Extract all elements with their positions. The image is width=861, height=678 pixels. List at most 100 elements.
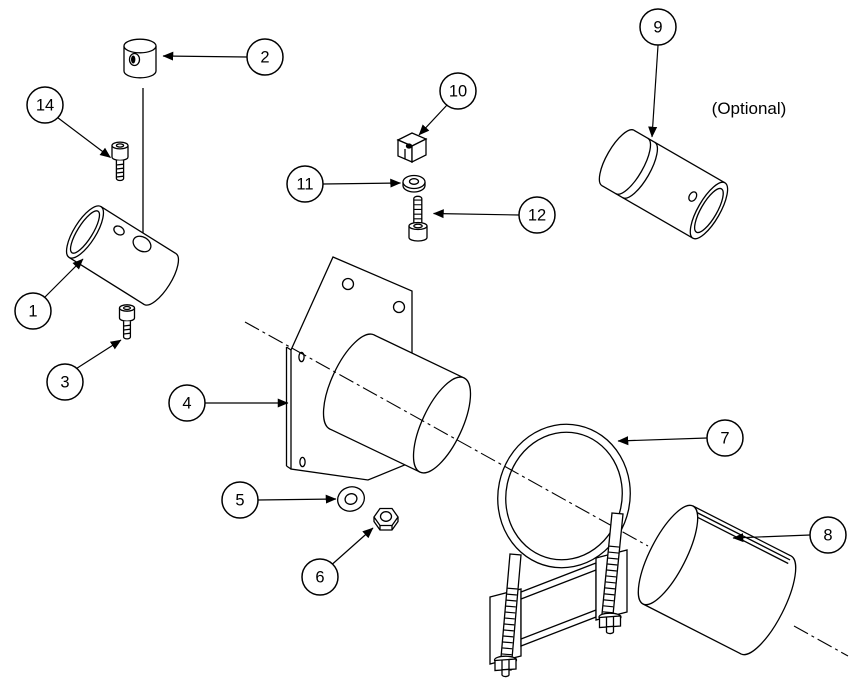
callout-circle [286, 165, 324, 203]
callout-circle [439, 72, 477, 110]
sleeve-band-2 [622, 141, 659, 199]
collar-top [123, 38, 157, 54]
callout-5: 5 [221, 481, 259, 519]
leader-arrow-8 [732, 533, 811, 543]
right-leg-threads [602, 545, 620, 619]
part-11-washer [402, 174, 426, 193]
u-bolt-ring-outer [497, 423, 631, 569]
screw-head-top [118, 304, 136, 312]
callout-circle [639, 8, 677, 46]
bolt-head-side [408, 226, 428, 242]
callout-circle [809, 516, 847, 554]
collar-hole [128, 52, 141, 67]
leader-arrow-7 [617, 436, 708, 446]
washer-hole [344, 493, 358, 505]
leader-arrow-2 [162, 51, 248, 61]
part-5-washer [337, 486, 365, 512]
cylinder-small-hole [113, 225, 125, 236]
washer-hole [408, 178, 420, 185]
centerline [244, 321, 649, 547]
leader-arrow-10 [418, 104, 448, 136]
leader-arrow-9 [648, 45, 659, 138]
part-3-screw [118, 304, 136, 340]
callout-10: 10 [439, 72, 477, 110]
screw-head-top [111, 141, 129, 150]
sleeve-band-1 [615, 137, 652, 195]
part-14-screw [111, 141, 129, 182]
saddle-bar [520, 562, 597, 647]
flange-hole-2 [392, 300, 406, 314]
callout-8: 8 [809, 516, 847, 554]
sleeve-open-rim [693, 187, 724, 234]
bolt-head-top [408, 221, 428, 231]
callout-4: 4 [168, 384, 206, 422]
screw-socket [122, 305, 132, 311]
part-4-flange-tube [285, 256, 472, 481]
left-nut [494, 658, 517, 672]
callout-number: 10 [449, 83, 467, 101]
callout-number: 8 [823, 527, 832, 545]
callout-circle [168, 384, 206, 422]
leader-arrow-14 [57, 117, 111, 158]
nut-hole [379, 511, 393, 522]
cylinder-near-end [65, 205, 105, 259]
part-6-hex-nut [373, 507, 399, 531]
callout-2: 2 [246, 38, 284, 76]
callout-number: 14 [36, 97, 54, 115]
part-1-cylinder [65, 205, 180, 306]
callout-circle [706, 419, 744, 457]
callout-number: 1 [28, 303, 37, 321]
part-2-collar [123, 38, 157, 237]
leader-arrow-11 [322, 178, 402, 188]
leader-arrow-12 [432, 209, 520, 219]
flange-edge-hole-1 [298, 351, 305, 363]
callout-number: 3 [60, 374, 69, 392]
callout-14: 14 [26, 86, 64, 124]
leader-arrow-1 [44, 258, 84, 298]
u-bolt-ring-inner [505, 431, 623, 561]
part-8-sleeve [637, 504, 797, 656]
left-bolt-stub [501, 668, 510, 678]
centerline [793, 625, 849, 657]
callout-circle [246, 38, 284, 76]
right-nut [598, 615, 622, 629]
callout-number: 7 [720, 430, 729, 448]
leader-arrow-3 [76, 339, 122, 370]
cylinder-rim [69, 210, 101, 254]
flange-edge-hole-2 [299, 456, 306, 468]
cylinder-large-hole [132, 235, 152, 253]
block-right-face [411, 137, 427, 164]
screw-shaft [115, 160, 125, 182]
right-bolt-stub [605, 625, 615, 635]
leader-arrow-5 [257, 494, 337, 504]
callout-number: 6 [315, 569, 324, 587]
screw-head-side [111, 145, 129, 162]
part-7-u-bolt-clamp [489, 423, 631, 678]
part-12-bolt [408, 195, 428, 242]
callout-12: 12 [518, 196, 556, 234]
callout-circle [301, 558, 339, 596]
callout-circle [518, 196, 556, 234]
bolt-shaft [413, 195, 423, 225]
block-hole [405, 143, 413, 149]
callout-circle [14, 292, 52, 330]
callout-number: 4 [182, 395, 191, 413]
part-9-optional-sleeve [598, 129, 729, 240]
callout-number: 9 [653, 19, 662, 37]
callout-9: 9 [639, 8, 677, 46]
sleeve-open-end [689, 181, 729, 240]
bolt-socket [413, 223, 423, 229]
callout-circle [46, 363, 84, 401]
callout-number: 12 [528, 207, 546, 225]
sleeve-near-face [637, 504, 699, 606]
callout-6: 6 [301, 558, 339, 596]
callout-circle [26, 86, 64, 124]
part-10-clamp-block [396, 132, 428, 164]
callout-number: 11 [296, 176, 313, 194]
left-leg-threads [501, 587, 518, 663]
callout-circle [221, 481, 259, 519]
callout-7: 7 [706, 419, 744, 457]
callout-11: 11 [286, 165, 324, 203]
